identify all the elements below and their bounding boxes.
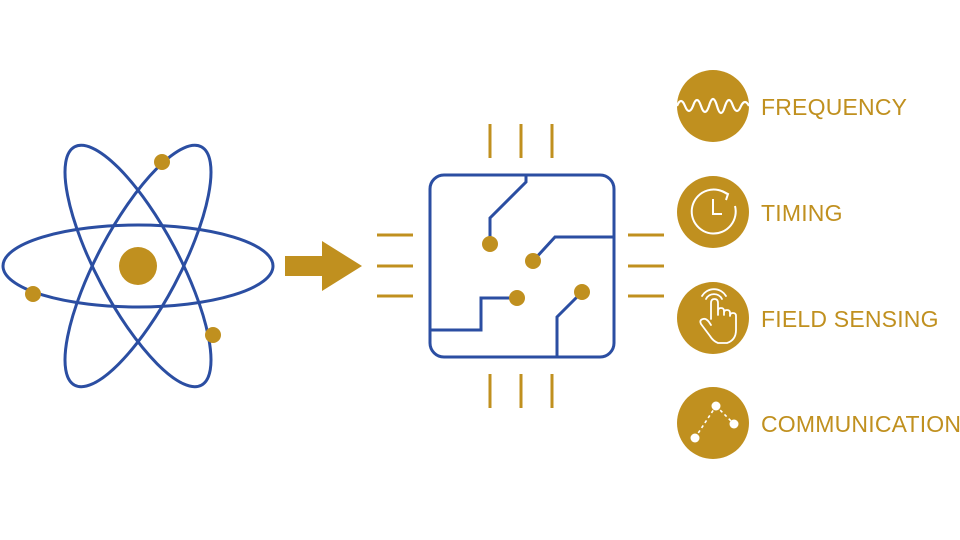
field-sensing-badge [677,282,749,354]
application-field-sensing [677,282,749,354]
sine-wave-icon [675,97,750,115]
atom-orbit-horizontal [1,223,275,309]
label-field-sensing: FIELD SENSING [761,306,939,332]
application-frequency [675,70,750,142]
label-timing: TIMING [761,200,843,226]
applications [675,70,750,459]
atom-nucleus [119,247,157,285]
arrow-right-icon [285,241,362,291]
chip-pins [377,124,664,408]
chip-traces [430,175,614,357]
atom-electron [154,154,170,170]
clock-icon [690,188,737,235]
frequency-badge [677,70,749,142]
microchip-icon [377,124,664,408]
atom-electron [25,286,41,302]
label-communication: COMMUNICATION [761,411,960,437]
label-frequency: FREQUENCY [761,94,908,120]
chip-contacts [482,236,590,306]
atom-electron [205,327,221,343]
chip-body [428,173,616,359]
application-communication [677,387,749,459]
application-timing [677,176,749,248]
atom-orbit-tilted-right [63,143,213,389]
atom-orbit-tilted-left [63,143,213,389]
atom-icon [1,143,275,389]
touch-hand-icon [699,288,737,344]
network-nodes-icon [690,401,739,443]
